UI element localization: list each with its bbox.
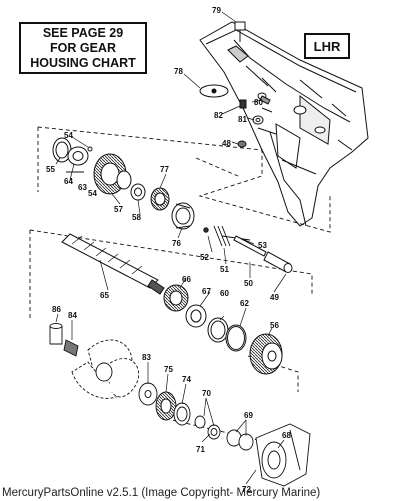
upper-gear-group <box>52 137 195 230</box>
part-label[interactable]: 74 <box>182 375 191 384</box>
part-labels: 79 78 80 82 81 48 54 55 64 63 54 57 58 7… <box>46 6 291 494</box>
part-label[interactable]: 62 <box>240 299 249 308</box>
gear-housing-chart-notice: SEE PAGE 29 FOR GEAR HOUSING CHART <box>19 22 147 74</box>
part-label[interactable]: 78 <box>174 67 183 76</box>
part-label[interactable]: 54 <box>64 131 73 140</box>
part-label[interactable]: 66 <box>182 275 191 284</box>
part-label[interactable]: 58 <box>132 213 141 222</box>
part-label[interactable]: 56 <box>270 321 279 330</box>
part-label[interactable]: 71 <box>196 445 205 454</box>
part-label[interactable]: 54 <box>88 189 97 198</box>
propeller-group <box>49 323 311 487</box>
part-label[interactable]: 52 <box>200 253 209 262</box>
part-label[interactable]: 49 <box>270 293 279 302</box>
propeller-shaft-group <box>61 233 283 375</box>
notice-line: FOR GEAR <box>50 40 116 55</box>
part-label[interactable]: 79 <box>212 6 221 15</box>
copyright-footer: MercuryPartsOnline v2.5.1 (Image Copyrig… <box>2 487 321 499</box>
part-label[interactable]: 69 <box>244 411 253 420</box>
part-label[interactable]: 84 <box>68 311 77 320</box>
part-label[interactable]: 65 <box>100 291 109 300</box>
part-label[interactable]: 70 <box>202 389 211 398</box>
part-label[interactable]: 82 <box>214 111 223 120</box>
part-label[interactable]: 68 <box>282 431 291 440</box>
part-label[interactable]: 48 <box>222 139 231 148</box>
leader-lines <box>55 11 287 485</box>
part-label[interactable]: 63 <box>78 183 87 192</box>
part-label[interactable]: 67 <box>202 287 211 296</box>
part-label[interactable]: 80 <box>254 98 263 107</box>
part-label[interactable]: 60 <box>220 289 229 298</box>
part-label[interactable]: 55 <box>46 165 55 174</box>
part-label[interactable]: 76 <box>172 239 181 248</box>
part-label[interactable]: 51 <box>220 265 229 274</box>
part-label[interactable]: 86 <box>52 305 61 314</box>
part-label[interactable]: 77 <box>160 165 169 174</box>
gear-housing <box>199 21 369 227</box>
shift-assembly <box>203 225 293 273</box>
part-label[interactable]: 75 <box>164 365 173 374</box>
notice-line: HOUSING CHART <box>30 55 136 70</box>
part-label[interactable]: 50 <box>244 279 253 288</box>
part-label[interactable]: 57 <box>114 205 123 214</box>
notice-line: SEE PAGE 29 <box>42 25 124 40</box>
part-label[interactable]: 53 <box>258 241 267 250</box>
orientation-label: LHR <box>304 33 350 59</box>
part-label[interactable]: 83 <box>142 353 151 362</box>
housing-hardware <box>199 21 277 148</box>
part-label[interactable]: 64 <box>64 177 73 186</box>
part-label[interactable]: 72 <box>242 485 251 494</box>
part-label[interactable]: 81 <box>238 115 247 124</box>
